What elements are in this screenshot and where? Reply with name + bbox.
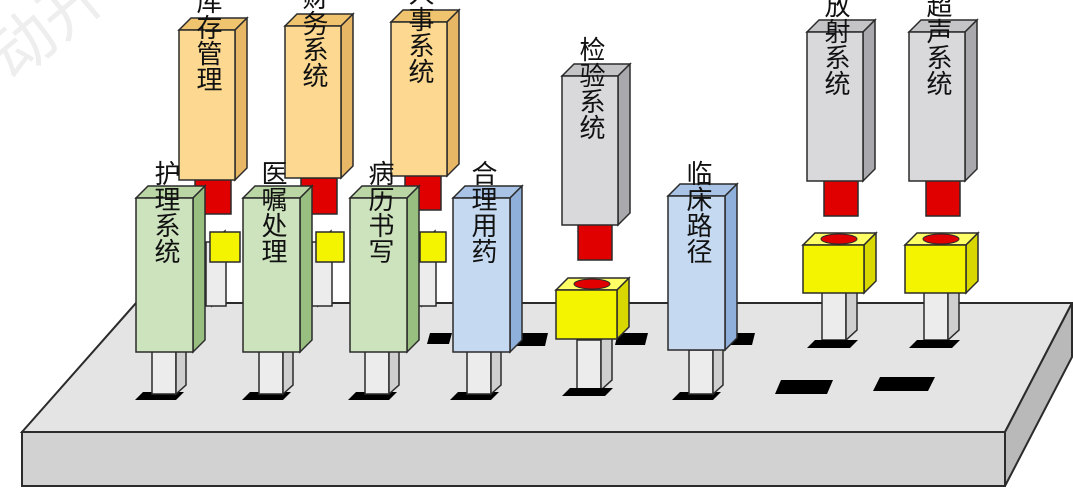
label-radiology: 放射系统 [820, 0, 850, 96]
label-lab: 检验系统 [575, 36, 605, 140]
label-records: 病历书写 [364, 160, 394, 264]
label-inventory: 库存管理 [192, 0, 222, 92]
label-drug-use: 合理用药 [467, 160, 497, 264]
label-nursing: 护理系统 [150, 160, 180, 264]
module-orders: 医嘱处理 [241, 160, 314, 400]
label-hr: 人事系统 [404, 0, 434, 84]
module-ultrasound: 超声系统 [903, 0, 980, 348]
module-records: 病历书写 [348, 160, 421, 400]
module-drug-use: 合理用药 [450, 160, 524, 400]
module-radiology: 放射系统 [801, 0, 878, 348]
label-ultrasound: 超声系统 [922, 0, 952, 96]
module-nursing: 护理系统 [134, 160, 207, 400]
label-pathway: 临床路径 [682, 160, 712, 264]
module-hr: 人事系统 [389, 0, 461, 308]
label-orders: 医嘱处理 [257, 160, 287, 264]
empty-slots [427, 333, 935, 394]
label-finance: 财务系统 [298, 0, 328, 88]
module-lab: 检验系统 [554, 36, 632, 396]
module-inventory: 库存管理 [177, 0, 249, 308]
module-pathway: 临床路径 [666, 160, 739, 400]
watermark-text: 动开 [0, 0, 121, 95]
